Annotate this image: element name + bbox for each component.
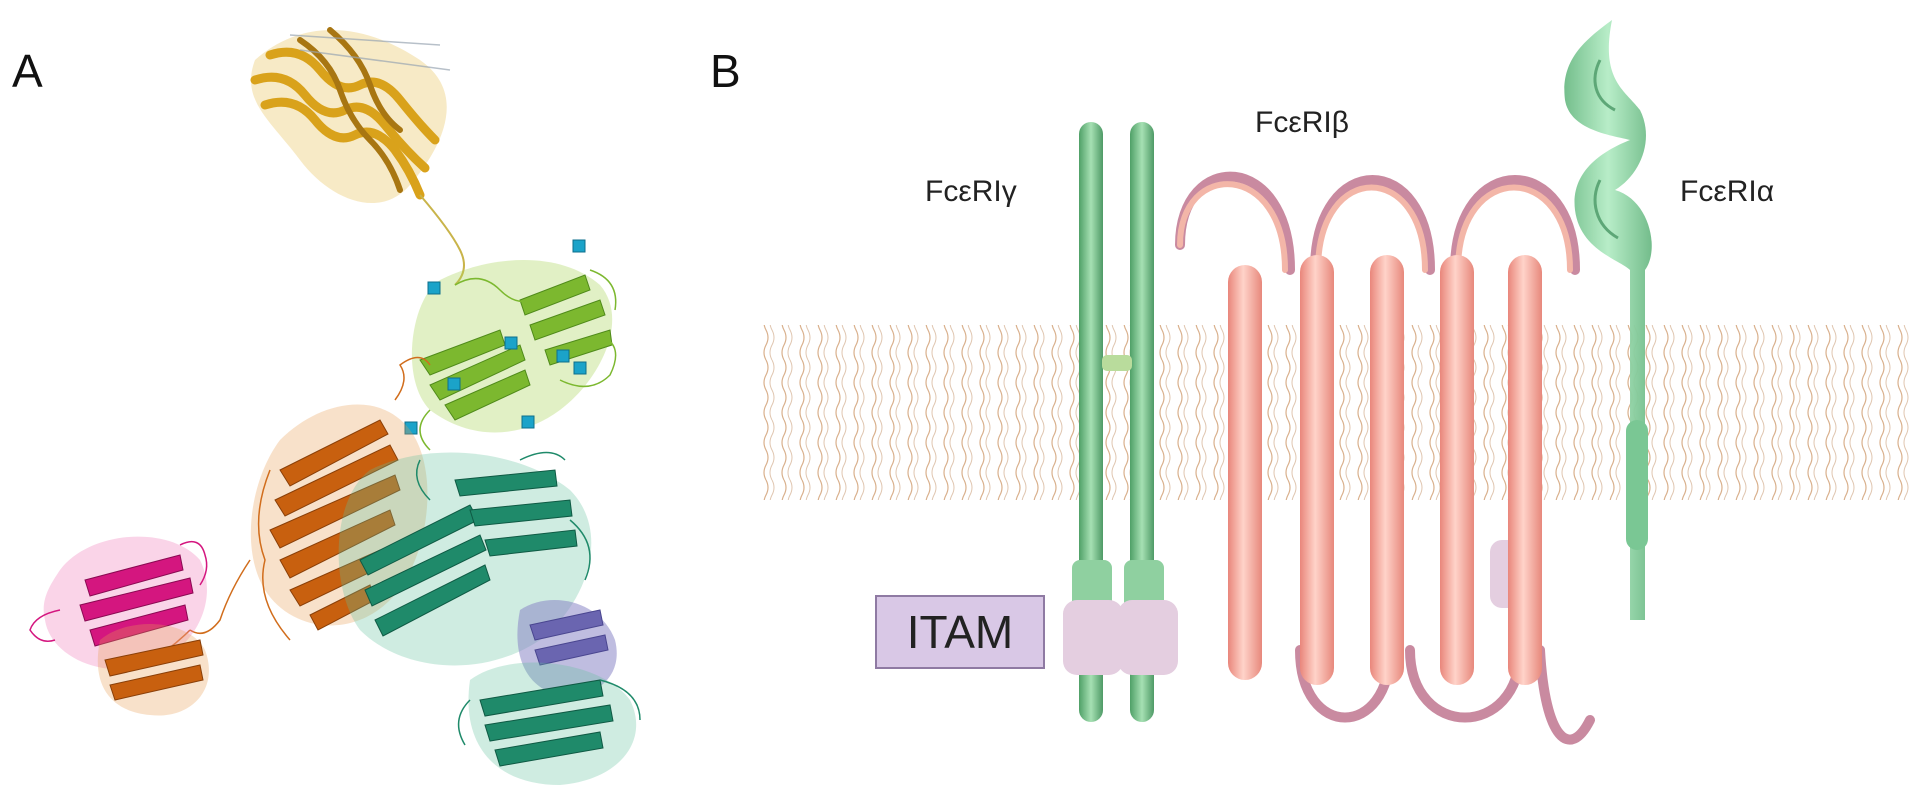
fceri-gamma-chains — [1072, 122, 1164, 722]
lavender-teal-domain — [457, 600, 641, 785]
green-sheet-domain — [411, 260, 617, 451]
itam-modules — [1063, 540, 1534, 675]
fceri-beta-chain — [1175, 171, 1595, 745]
magenta-sheet-domain — [29, 536, 208, 670]
helix-bundle — [250, 27, 465, 286]
label-fceri-gamma: FcεRIγ — [925, 175, 1017, 208]
itam-label: ITAM — [906, 606, 1014, 658]
fceri-alpha-chain — [1564, 20, 1652, 620]
glycan-markers — [404, 239, 587, 435]
protein-structure — [29, 27, 641, 785]
panel-b-letter: B — [710, 45, 741, 97]
label-fceri-alpha: FcεRIα — [1680, 175, 1775, 208]
panel-a-letter: A — [12, 45, 43, 97]
label-fceri-beta: FcεRIβ — [1255, 106, 1349, 139]
orange-sheet-domain — [149, 356, 431, 661]
itam-label-box: ITAM — [875, 595, 1045, 669]
orange-sheet-domain-lower — [97, 623, 209, 716]
cell-membrane — [760, 295, 1913, 559]
